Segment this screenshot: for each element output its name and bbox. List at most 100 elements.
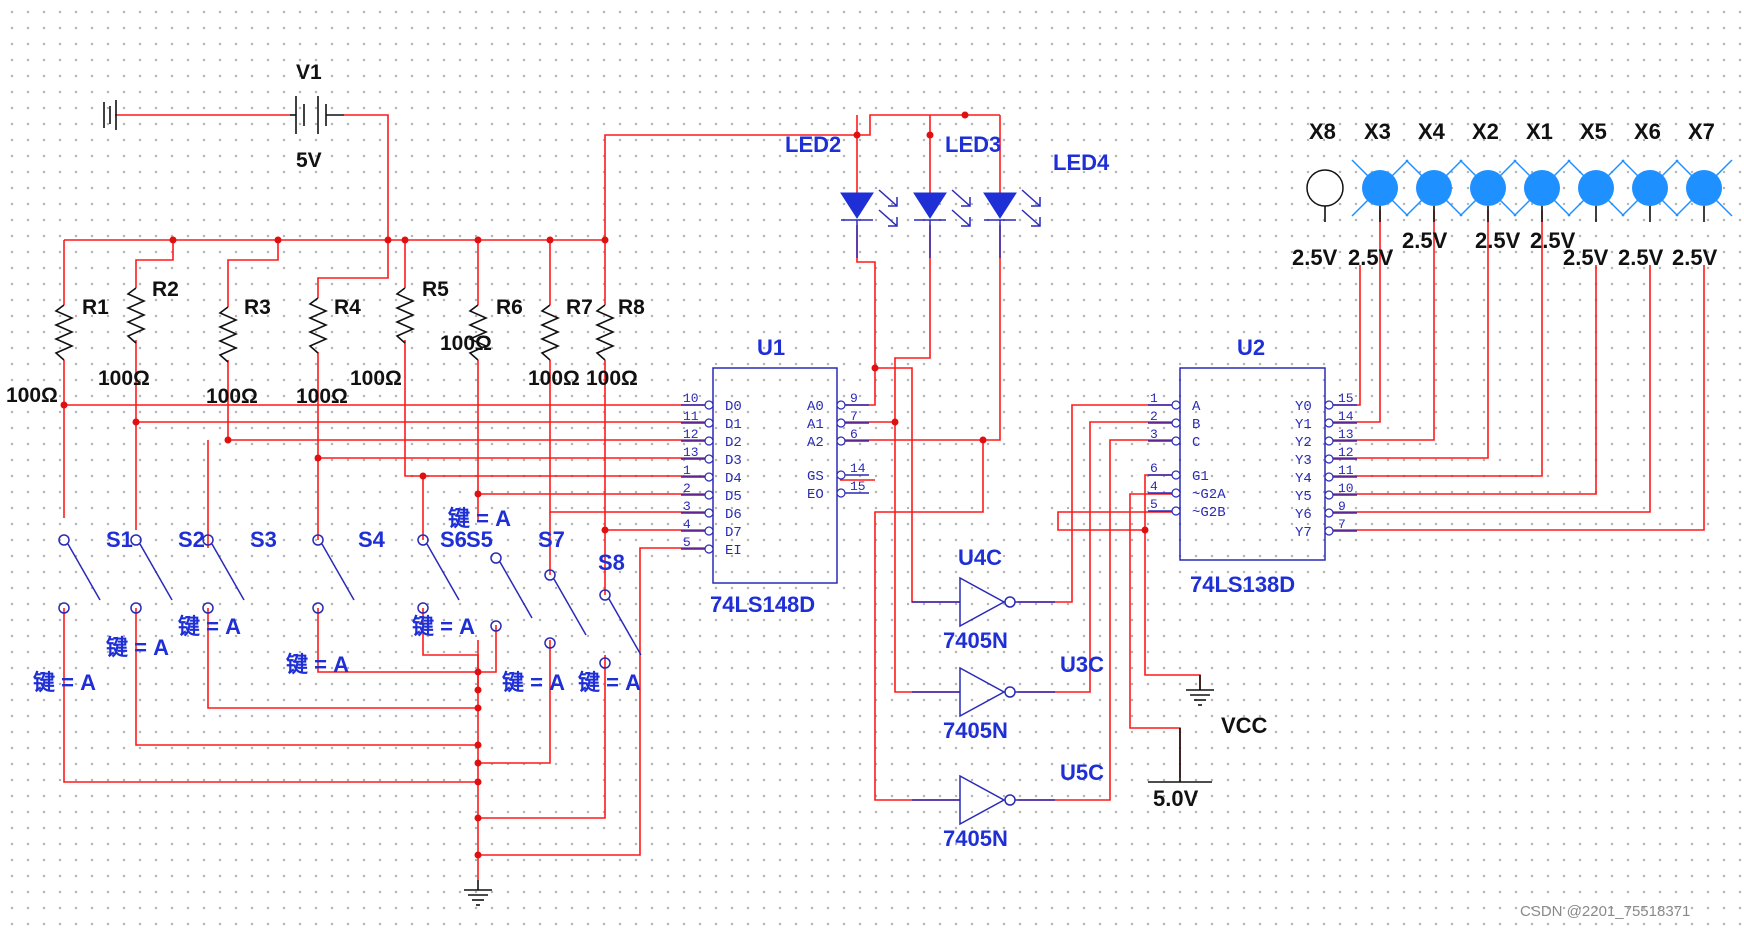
pin-bubble bbox=[704, 436, 714, 446]
switch-contact-top bbox=[544, 569, 556, 581]
pin-label: EI bbox=[725, 543, 742, 559]
probe-x4[interactable]: X42.5V bbox=[1402, 119, 1463, 253]
resistor-name: R2 bbox=[152, 278, 179, 301]
resistor-value: 100Ω bbox=[98, 367, 150, 390]
pin-number: 1 bbox=[1150, 391, 1158, 406]
switch-s4[interactable]: S4键 = A bbox=[286, 527, 386, 677]
pin-number: 12 bbox=[1338, 445, 1354, 460]
pin-number: 9 bbox=[850, 391, 858, 406]
probe-x7[interactable]: X72.5V bbox=[1672, 119, 1733, 270]
probe-x8[interactable]: X82.5V bbox=[1292, 119, 1344, 270]
battery-v1[interactable]: V1 5V bbox=[103, 61, 344, 172]
led-led4[interactable]: LED4 bbox=[983, 150, 1110, 258]
led-triangle bbox=[840, 192, 874, 219]
switch-key-label: 键 = A bbox=[412, 614, 475, 639]
pin-bubble bbox=[704, 472, 714, 482]
resistor-body bbox=[218, 306, 238, 363]
probe-voltage: 2.5V bbox=[1530, 228, 1576, 253]
inverter-triangle bbox=[959, 774, 1006, 826]
pin-number: 11 bbox=[1338, 463, 1354, 478]
led-name: LED4 bbox=[1053, 150, 1110, 175]
switch-lever bbox=[426, 543, 460, 601]
resistor-r2[interactable]: R2 100Ω bbox=[98, 278, 179, 390]
pin-bubble bbox=[1324, 418, 1334, 428]
led-led2[interactable]: LED2 bbox=[785, 132, 898, 258]
probe-lamp-lit bbox=[1470, 170, 1506, 206]
probe-x6[interactable]: X62.5V bbox=[1618, 119, 1679, 270]
pin-bubble bbox=[836, 488, 846, 498]
pin-number: 7 bbox=[850, 409, 858, 424]
switch-s7[interactable]: S7键 = A bbox=[502, 527, 587, 695]
pin-number: 5 bbox=[683, 535, 691, 550]
switch-s3[interactable]: S3键 = A bbox=[178, 527, 277, 639]
led-name: LED3 bbox=[945, 132, 1001, 157]
pin-number: 10 bbox=[1338, 481, 1354, 496]
pin-bubble bbox=[704, 400, 714, 410]
pin-bubble bbox=[704, 454, 714, 464]
inverter-name: U5C bbox=[1060, 760, 1104, 785]
pin-number: 5 bbox=[1150, 497, 1158, 512]
switch-contact-top bbox=[58, 534, 70, 546]
switch-contact-bottom bbox=[599, 657, 611, 669]
switch-contact-top bbox=[417, 534, 429, 546]
u2-name: U2 bbox=[1237, 335, 1265, 360]
switch-key-label: 键 = A bbox=[106, 635, 169, 660]
inverter-part: 7405N bbox=[943, 718, 1008, 743]
encoder-u1[interactable]: U1 74LS148D 10D011D112D213D31D42D53D64D7… bbox=[681, 335, 869, 617]
pin-bubble bbox=[1324, 526, 1334, 536]
switch-s2[interactable]: S2键 = A bbox=[106, 527, 205, 660]
probe-lamp-lit bbox=[1362, 170, 1398, 206]
probe-x2[interactable]: X22.5V bbox=[1459, 119, 1521, 253]
switch-contact-bottom bbox=[417, 602, 429, 614]
pin-label: ~G2A bbox=[1192, 487, 1226, 503]
pin-bubble bbox=[1324, 400, 1334, 410]
led-ray bbox=[1021, 189, 1041, 207]
pin-label: A1 bbox=[807, 417, 824, 433]
probe-voltage: 2.5V bbox=[1672, 245, 1718, 270]
switch-s6[interactable]: S6键 = A bbox=[412, 527, 475, 639]
switch-contact-bottom bbox=[130, 602, 142, 614]
led-ray-arrow bbox=[961, 197, 971, 207]
probe-x1[interactable]: X12.5V bbox=[1513, 119, 1576, 253]
pin-label: D6 bbox=[725, 507, 742, 523]
pin-bubble bbox=[704, 418, 714, 428]
pin-label: A bbox=[1192, 399, 1201, 415]
resistor-value: 100Ω bbox=[528, 367, 580, 390]
led-led3[interactable]: LED3 bbox=[913, 132, 1001, 258]
pin-number: 4 bbox=[1150, 479, 1158, 494]
probe-voltage: 2.5V bbox=[1348, 245, 1394, 270]
switch-s5[interactable]: S5键 = A bbox=[448, 506, 533, 632]
pin-label: Y1 bbox=[1295, 417, 1312, 433]
u1-pin-d5: 2D5 bbox=[681, 481, 742, 505]
switch-s1[interactable]: S1键 = A bbox=[33, 527, 133, 695]
pin-bubble bbox=[836, 418, 846, 428]
pin-bubble bbox=[1171, 418, 1181, 428]
probe-x5[interactable]: X52.5V bbox=[1563, 119, 1625, 270]
switch-name: S8 bbox=[598, 550, 625, 575]
pin-number: 2 bbox=[683, 481, 691, 496]
u2-pin-a: 1A bbox=[1148, 391, 1201, 415]
pin-number: 6 bbox=[850, 427, 858, 442]
resistor-body bbox=[126, 287, 146, 344]
switch-lever bbox=[608, 598, 642, 656]
pin-label: D0 bbox=[725, 399, 742, 415]
vcc-supply[interactable]: VCC 5.0V bbox=[1148, 713, 1268, 811]
resistor-value: 100Ω bbox=[586, 367, 638, 390]
probe-x3[interactable]: X32.5V bbox=[1348, 119, 1409, 270]
probe-lamp-off bbox=[1306, 169, 1344, 207]
switch-s8[interactable]: S8键 = A bbox=[578, 550, 642, 695]
